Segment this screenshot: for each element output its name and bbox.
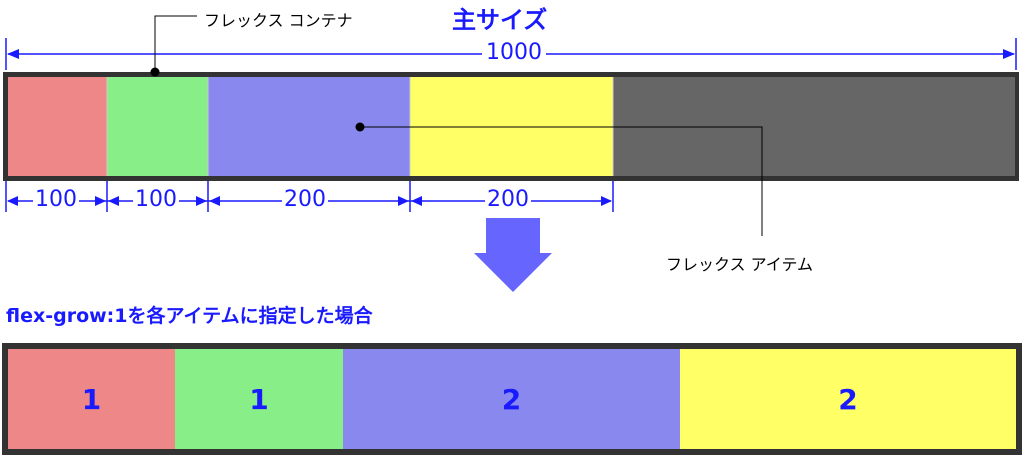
- container-label: フレックス コンテナ: [204, 11, 353, 30]
- item-3-after: 2: [343, 349, 680, 449]
- item-3-grow-value: 2: [501, 382, 522, 416]
- item-2-before: [107, 77, 208, 176]
- item-1-width-label: 100: [33, 187, 79, 212]
- container-leader: [150, 15, 197, 77]
- item-3-width-label: 200: [282, 187, 328, 212]
- down-arrow-icon: [474, 218, 552, 292]
- total-width-label: 1000: [482, 40, 546, 65]
- item-1-after: 1: [8, 349, 175, 449]
- item-2-after: 1: [175, 349, 343, 449]
- item-1-grow-value: 1: [81, 382, 102, 416]
- item-4-after: 2: [680, 349, 1016, 449]
- item-1-before: [8, 77, 107, 176]
- item-2-width-label: 100: [133, 187, 179, 212]
- item-4-grow-value: 2: [838, 382, 858, 416]
- item-2-grow-value: 1: [249, 382, 269, 416]
- flex-grow-heading: flex-grow:1を各アイテムに指定した場合: [6, 305, 373, 327]
- item-4-width-label: 200: [485, 187, 531, 212]
- item-leader: [355, 122, 763, 236]
- main-size-title: 主サイズ: [452, 6, 548, 34]
- item-label: フレックス アイテム: [666, 255, 814, 274]
